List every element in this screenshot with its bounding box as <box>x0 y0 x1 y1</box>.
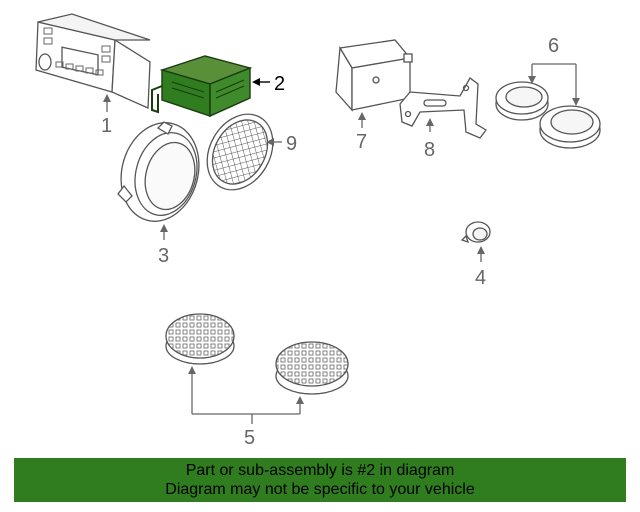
part-3-door-speaker[interactable] <box>110 114 209 240</box>
callout-6: 6 <box>548 35 559 57</box>
callout-5: 5 <box>244 427 255 449</box>
part-6-tweeters[interactable] <box>495 63 601 149</box>
callout-9: 9 <box>286 133 297 155</box>
footer-line-2: Diagram may not be specific to your vehi… <box>165 481 475 498</box>
callout-7: 7 <box>356 131 367 153</box>
part-5-rear-speakers[interactable] <box>165 313 349 424</box>
footer-banner: Part or sub-assembly is #2 in diagram Di… <box>14 458 626 502</box>
part-4-small-speaker[interactable] <box>460 221 491 262</box>
callout-1: 1 <box>101 115 112 137</box>
part-7-control-module[interactable] <box>335 39 413 128</box>
part-9-speaker-grille[interactable] <box>194 102 286 201</box>
callout-8: 8 <box>424 139 435 161</box>
callout-2: 2 <box>274 73 285 95</box>
callout-4: 4 <box>475 267 486 289</box>
part-1-radio-unit[interactable] <box>35 13 151 112</box>
footer-line-1: Part or sub-assembly is #2 in diagram <box>185 462 455 479</box>
callout-3: 3 <box>158 245 169 267</box>
part-2-amplifier[interactable] <box>151 55 270 118</box>
part-8-bracket[interactable] <box>399 77 487 139</box>
